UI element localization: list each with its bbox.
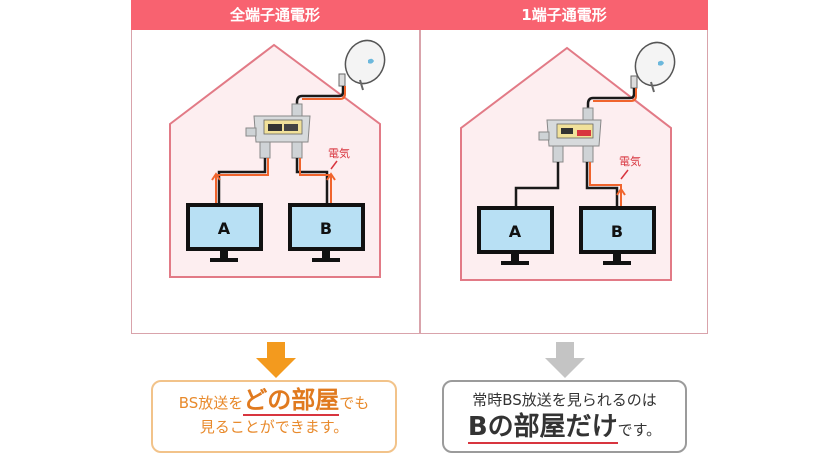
house-diagram-one: 電気 A B [460,41,676,281]
panel-title-one-terminal: 1端子通電形 [521,6,607,24]
highlight-text: どの部屋 [243,386,340,416]
tv-a-icon: A [477,206,554,265]
svg-text:B: B [320,219,332,238]
electricity-label: 電気 [328,146,350,160]
result-box-one-terminal: 常時BS放送を見られるのは Bの部屋だけです。 [442,380,687,453]
satellite-dish-icon [630,41,676,93]
result-line2: 見ることができます。 [199,418,349,436]
house-diagram-all: 電気 A B [169,39,386,278]
splitter-icon [245,103,311,159]
tv-a-icon: A [186,203,263,262]
down-arrow-orange-icon [256,342,296,378]
panel-title-all-terminal: 全端子通電形 [229,6,320,24]
svg-text:A: A [218,219,231,238]
svg-text:A: A [509,222,522,241]
satellite-dish-icon [338,39,386,91]
panel-all-terminal-diagram: 電気 A B [131,30,420,334]
tv-b-icon: B [579,206,656,265]
result-line1: 常時BS放送を見られるのは [472,391,657,409]
result-box-all-terminal: BS放送をどの部屋でも 見ることができます。 [151,380,397,453]
panel-one-terminal-diagram: 電気 A B [420,30,708,334]
header-bar [131,0,708,30]
highlight-text: Bの部屋だけ [467,412,618,444]
tv-b-icon: B [288,203,365,262]
splitter-icon [538,107,602,163]
result-line1: BS放送をどの部屋でも [178,386,370,416]
svg-text:B: B [611,222,623,241]
result-line2: Bの部屋だけです。 [467,412,662,444]
electricity-label: 電気 [619,154,641,168]
down-arrow-gray-icon [545,342,585,378]
